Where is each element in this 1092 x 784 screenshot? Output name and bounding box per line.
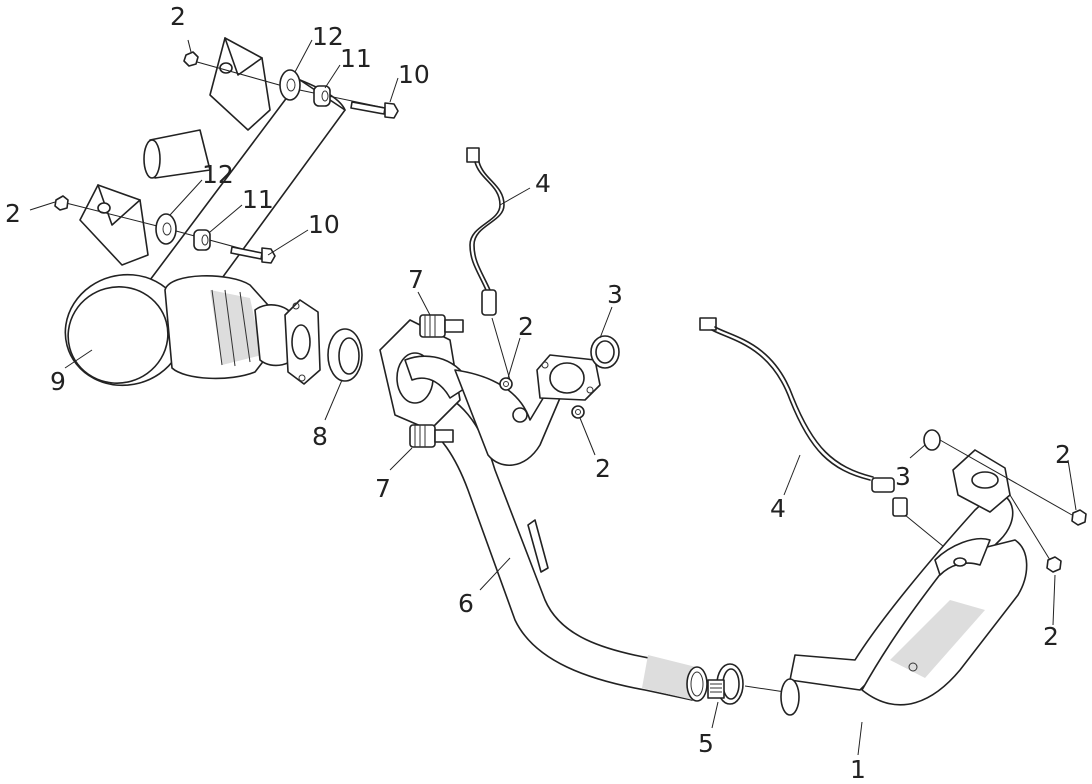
callout-7-upper-stud: 7 [408,265,424,294]
callout-10-lower-bolt: 10 [308,210,340,239]
rear-pipe-part-1 [780,429,1087,716]
upper-mount-hardware [183,51,399,119]
callout-7-lower-stud: 7 [375,474,391,503]
muffler-part-9 [64,37,346,387]
callout-2-flange-nut: 2 [518,312,534,341]
oxygen-sensor-lower-part-4 [699,317,961,561]
callout-10-top-bolt: 10 [398,60,430,89]
callout-2-flange-nut-lower: 2 [595,454,611,483]
callout-8-gasket: 8 [312,422,328,451]
callout-12-lower-collar: 12 [202,160,234,189]
callout-3-upper-gasket: 3 [607,280,623,309]
studs-part-7 [409,314,464,448]
callout-2-rear-nut-bottom: 2 [1043,622,1059,651]
callout-5-clamp: 5 [698,729,714,758]
flange-nuts-and-gasket [499,335,620,419]
callout-11-lower-spacer: 11 [242,185,274,214]
callout-labels: 2 12 11 10 2 12 11 10 4 7 3 2 9 8 2 7 4 … [5,2,1071,784]
callout-2-rear-nut-top: 2 [1055,440,1071,469]
callout-1-rear-pipe: 1 [850,755,866,784]
callout-leaders [29,39,1077,756]
callout-6-front-pipe: 6 [458,589,474,618]
callout-9-muffler: 9 [50,367,66,396]
callout-12-top-collar: 12 [312,22,344,51]
clamp-part-5 [707,663,786,705]
front-pipe-part-6 [379,319,708,702]
callout-2-lower-nut: 2 [5,199,21,228]
callout-3-lower-gasket: 3 [895,462,911,491]
lower-mount-hardware [54,195,276,264]
callout-4-upper-sensor: 4 [535,169,551,198]
gasket-part-8 [327,328,363,382]
callout-11-top-spacer: 11 [340,44,372,73]
callout-2-top-nut: 2 [170,2,186,31]
oxygen-sensor-upper-part-4 [466,147,511,381]
callout-4-lower-sensor: 4 [770,494,786,523]
